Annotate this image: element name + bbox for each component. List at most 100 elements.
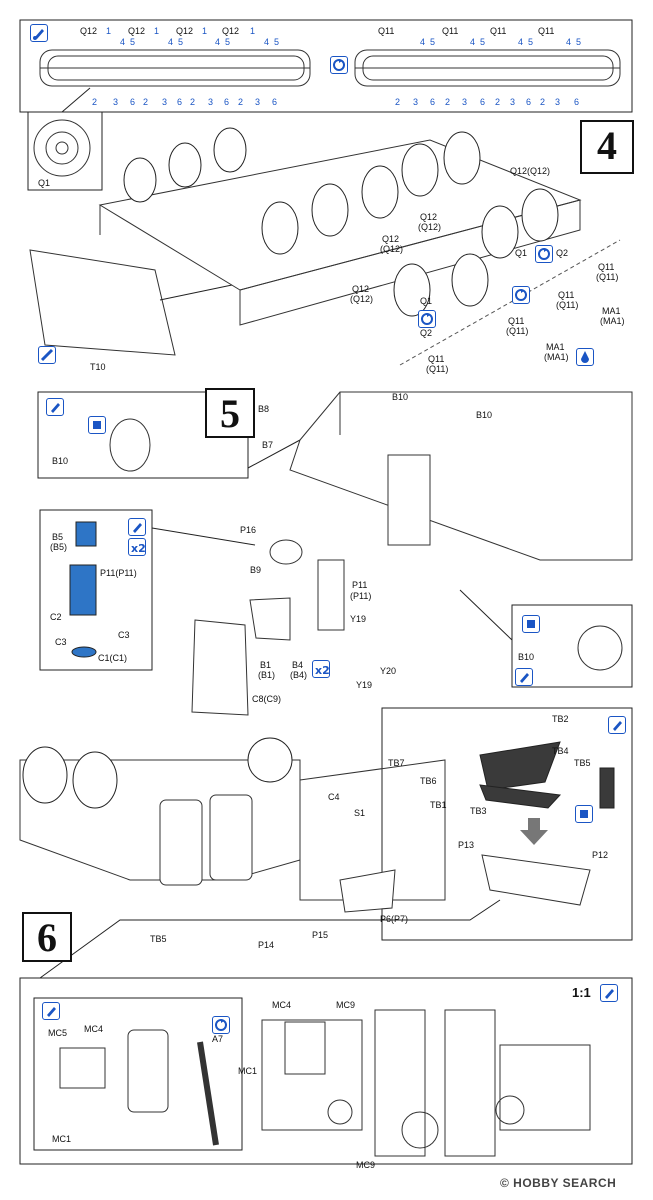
- step4-tr-num-0: 4: [420, 37, 426, 47]
- glue-brush-icon-right: [515, 668, 533, 686]
- step5-b4: B4: [292, 660, 304, 670]
- step-number-6: 6: [22, 912, 72, 962]
- step4-tr-bot-9: 2: [540, 97, 546, 107]
- step4-num-1-a: 1: [106, 26, 112, 36]
- svg-text:x2: x2: [131, 542, 145, 555]
- step4-tl-bot-4: 3: [162, 97, 168, 107]
- step6-a7: A7: [212, 1034, 224, 1044]
- step4-q11p-c: (Q11): [506, 326, 529, 336]
- movable-icon-right: [522, 615, 540, 633]
- step4-tl-bot-1: 3: [113, 97, 119, 107]
- step4-q1-b: Q1: [420, 296, 433, 306]
- step6-mc4-a: MC4: [84, 1024, 104, 1034]
- step4-q12-label-1: Q12: [80, 26, 98, 36]
- step4-tr-num-3: 5: [480, 37, 486, 47]
- step4-num-1-b: 1: [154, 26, 160, 36]
- step4-tl-bot-7: 3: [208, 97, 214, 107]
- step5-c8: C8(C9): [252, 694, 282, 704]
- step4-tl-bot-9: 2: [238, 97, 244, 107]
- step4-tl-num-2: 4: [168, 37, 174, 47]
- step4-tr-bot-3: 2: [445, 97, 451, 107]
- step4-tl-num-1: 5: [130, 37, 136, 47]
- step4-tl-bot-6: 2: [190, 97, 196, 107]
- glue-bottle-icon: [576, 348, 594, 366]
- step6-p6: P6(P7): [380, 914, 409, 924]
- rotate-parts-icon-4: [512, 286, 530, 304]
- step5-b10-b: B10: [392, 392, 409, 402]
- step4-q12p-b: (Q12): [380, 244, 404, 254]
- step4-q11p-b: (Q11): [556, 300, 579, 310]
- step4-tl-bot-2: 6: [130, 97, 136, 107]
- cement-icon: [38, 346, 56, 364]
- make-two-icon-b4: x2: [312, 660, 330, 678]
- step4-tr-bot-6: 2: [495, 97, 501, 107]
- step4-tr-num-6: 4: [566, 37, 572, 47]
- step5-tb7: TB7: [388, 758, 405, 768]
- step4-q11-label-2: Q11: [442, 26, 459, 36]
- step4-q11-label-3: Q11: [490, 26, 507, 36]
- step5-p16: P16: [240, 525, 257, 535]
- rotate-parts-icon-3: [418, 310, 436, 328]
- step6-mc9-a: MC9: [336, 1000, 356, 1010]
- step5-b10-a: B10: [52, 456, 69, 466]
- glue-brush-icon-6: [42, 1002, 60, 1020]
- glue-brush-icon-step5: [46, 398, 64, 416]
- step4-tr-bot-1: 3: [413, 97, 419, 107]
- step5-tb3: TB3: [470, 806, 487, 816]
- step5-tb4: TB4: [552, 746, 569, 756]
- step4-tr-num-5: 5: [528, 37, 534, 47]
- step4-q11-d: Q11: [428, 354, 445, 364]
- step4-tl-num-7: 5: [274, 37, 280, 47]
- step5-b8: B8: [258, 404, 270, 414]
- step4-ma1-a: MA1: [602, 306, 621, 316]
- step4-tr-num-7: 5: [576, 37, 582, 47]
- step4-tr-bot-7: 3: [510, 97, 516, 107]
- rotate-parts-icon-2: [535, 245, 553, 263]
- step4-tr-bot-0: 2: [395, 97, 401, 107]
- step5-c3-b: C3: [55, 637, 67, 647]
- step5-y19-a: Y19: [350, 614, 367, 624]
- step6-mc5: MC5: [48, 1028, 68, 1038]
- step5-c3-a: C3: [118, 630, 130, 640]
- step5-p12: P12: [592, 850, 609, 860]
- step4-q12-label-3: Q12: [176, 26, 194, 36]
- step4-tl-num-3: 5: [178, 37, 184, 47]
- step5-p11-b: (P11): [350, 591, 372, 601]
- glue-brush-icon-tb: [608, 716, 626, 734]
- step4-tl-num-5: 5: [225, 37, 231, 47]
- rotate-parts-icon-6: [212, 1016, 230, 1034]
- step4-q12p-a: (Q12): [418, 222, 442, 232]
- step4-tl-bot-5: 6: [177, 97, 183, 107]
- step-number-4: 4: [580, 120, 634, 174]
- step4-tl-bot-11: 6: [272, 97, 278, 107]
- step5-b5: B5: [52, 532, 64, 542]
- watermark: © HOBBY SEARCH: [500, 1176, 617, 1190]
- step6-mc1-b: MC1: [238, 1066, 258, 1076]
- step4-q11-b: Q11: [558, 290, 575, 300]
- svg-text:x2: x2: [315, 664, 329, 677]
- step6-c4: C4: [328, 792, 340, 802]
- step4-tr-bot-4: 3: [462, 97, 468, 107]
- step4-t10-label: T10: [90, 362, 106, 372]
- step5-b10-c: B10: [476, 410, 493, 420]
- step5-tb5: TB5: [574, 758, 591, 768]
- rotate-parts-icon: [330, 56, 348, 74]
- step4-tl-num-6: 4: [264, 37, 270, 47]
- step4-tr-num-2: 4: [470, 37, 476, 47]
- step6-scale: 1:1: [572, 985, 591, 1000]
- step5-b9: B9: [250, 565, 262, 575]
- step4-num-1-c: 1: [202, 26, 208, 36]
- step4-tr-bot-2: 6: [430, 97, 436, 107]
- step5-c1: C1(C1): [98, 653, 128, 663]
- step4-tr-bot-8: 6: [526, 97, 532, 107]
- step4-q11-c: Q11: [508, 316, 525, 326]
- step5-p13: P13: [458, 840, 475, 850]
- step6-mc1-a: MC1: [52, 1134, 72, 1144]
- step5-b1: B1: [260, 660, 272, 670]
- step5-b1p: (B1): [258, 670, 276, 680]
- step4-q12-a: Q12: [420, 212, 438, 222]
- step4-q11-a: Q11: [598, 262, 615, 272]
- step4-ma1p-b: (MA1): [544, 352, 569, 362]
- step4-q12-b: Q12: [382, 234, 400, 244]
